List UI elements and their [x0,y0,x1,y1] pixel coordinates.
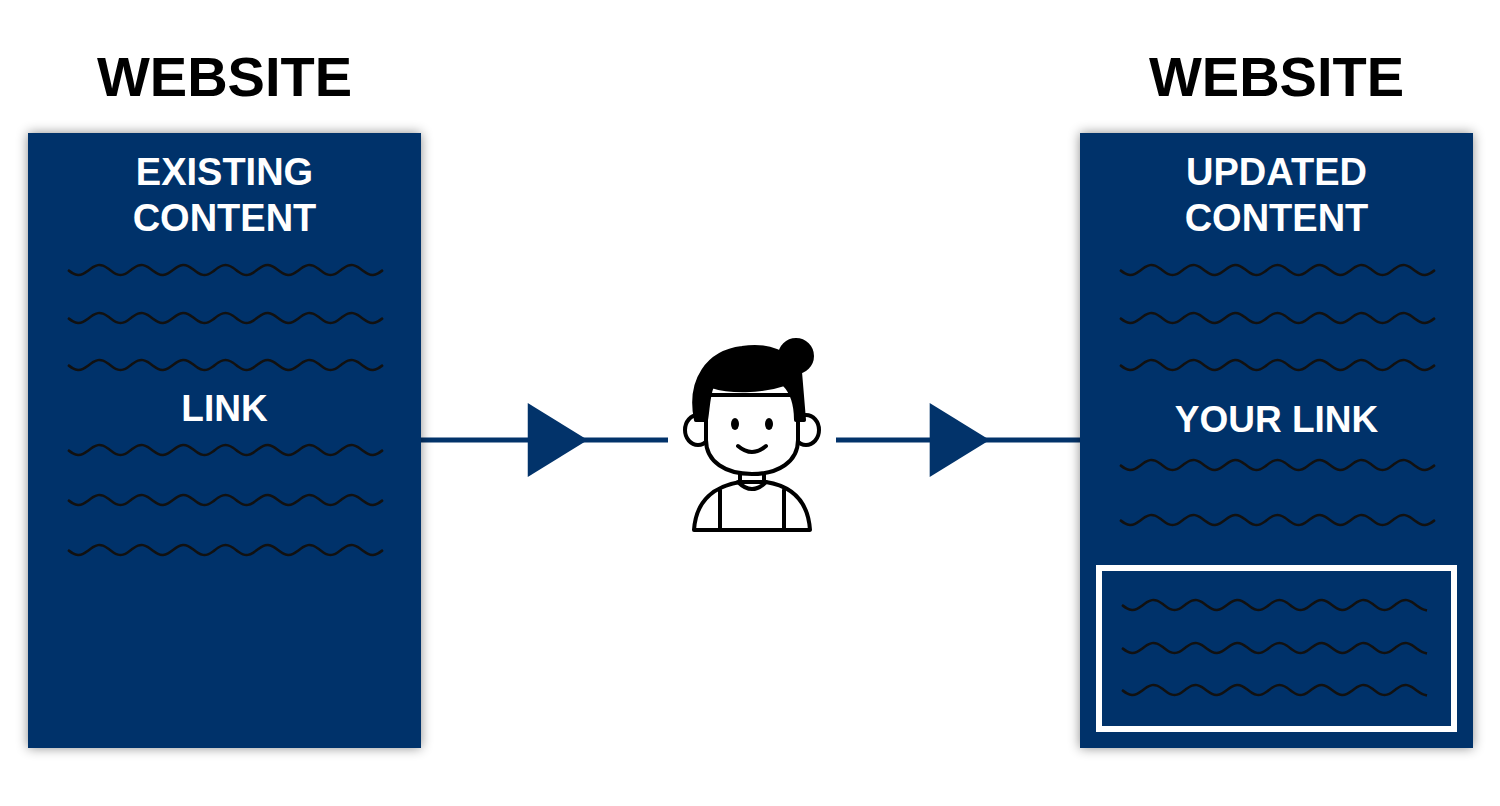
text-line [1122,685,1427,695]
text-line [68,445,383,455]
box-fill [1080,133,1473,748]
text-line [68,313,383,323]
content-title: EXISTING CONTENT [64,149,385,241]
arrow-head [930,403,990,477]
content-title: UPDATED CONTENT [1116,149,1437,241]
text-line [1120,460,1435,470]
box-fill [28,133,421,748]
text-line [68,545,383,555]
person-icon [668,330,836,550]
site-heading: WEBSITE [1040,43,1500,110]
site-heading: WEBSITE [0,43,461,110]
website-box: WEBSITEUPDATED CONTENTYOUR LINK [1080,133,1473,748]
text-line [1120,313,1435,323]
text-line [68,360,383,370]
text-line [68,265,383,275]
text-line [1122,600,1427,610]
arrow-head [528,403,588,477]
text-line [1120,360,1435,370]
website-box: WEBSITEEXISTING CONTENTLINK [28,133,421,748]
text-lines [68,265,1435,695]
link-label: YOUR LINK [1096,398,1457,442]
text-line [68,495,383,505]
new-content-frame [1099,568,1454,729]
text-line [1120,265,1435,275]
text-line [1122,643,1427,653]
text-line [1120,515,1435,525]
link-label: LINK [44,387,405,431]
